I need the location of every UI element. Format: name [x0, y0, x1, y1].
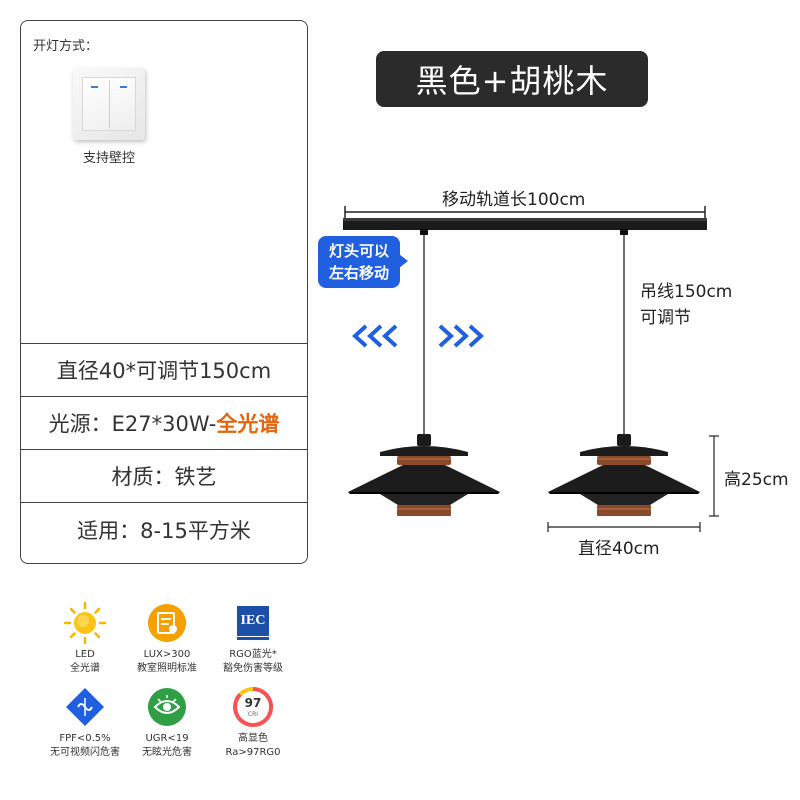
height-label: 高25cm — [724, 470, 789, 490]
height-dimension-line — [709, 435, 719, 517]
wire-length-label: 吊线150cm — [640, 282, 733, 302]
feature-cri-line1: 高显色 — [238, 733, 268, 744]
track-length-label: 移动轨道长100cm — [442, 190, 586, 210]
feature-lux-line2: 教室照明标准 — [137, 663, 197, 674]
flicker-diamond-icon — [63, 685, 107, 729]
feature-rgo-line2: 豁免伤害等级 — [223, 663, 283, 674]
track-rail — [343, 218, 707, 230]
spec-light-text: 光源：E27*30W- — [48, 412, 217, 436]
track-connector-left — [420, 228, 428, 235]
feature-fpf-line1: FPF<0.5% — [59, 733, 111, 744]
spec-row-area: 适用：8-15平方米 — [21, 503, 307, 556]
switch-caption: 支持壁控 — [82, 151, 135, 166]
pendant-lamp-right — [548, 434, 700, 516]
cri-gauge-unit: CRI — [247, 711, 259, 718]
sun-icon — [63, 601, 107, 645]
eye-shield-icon — [145, 685, 189, 729]
badge-line-2: 左右移动 — [328, 264, 389, 282]
spec-row-material: 材质：铁艺 — [21, 450, 307, 503]
feature-fpf: FPF<0.5% 无可视频闪危害 — [39, 685, 131, 760]
track-dimension-line — [344, 206, 706, 218]
switch-title: 开灯方式： — [33, 39, 99, 54]
spec-row-size: 直径40*可调节150cm — [21, 344, 307, 397]
switch-section: 开灯方式： 支持壁控 — [21, 21, 307, 344]
spec-light-highlight: 全光谱 — [216, 412, 280, 436]
cri-gauge-value: 97 — [244, 696, 262, 710]
pendant-lamp-left — [348, 434, 500, 516]
diameter-label: 直径40cm — [578, 539, 660, 559]
feature-ugr-line1: UGR<19 — [145, 733, 189, 744]
color-title-badge: 黑色+胡桃木 — [376, 51, 648, 107]
feature-ugr-line2: 无眩光危害 — [142, 747, 192, 758]
feature-led-line1: LED — [75, 649, 95, 660]
movable-head-badge: 灯头可以 左右移动 — [318, 236, 408, 288]
feature-rgo: IEC RGO蓝光* 豁免伤害等级 — [207, 601, 299, 676]
cri-gauge-icon: 97 CRI — [231, 685, 275, 729]
spec-panel: 开灯方式： 支持壁控 直径40*可调节150cm 光源：E27*30W-全光谱 … — [20, 20, 308, 564]
iec-logo-icon: IEC — [231, 601, 275, 645]
feature-fpf-line2: 无可视频闪危害 — [50, 747, 120, 758]
wall-switch-icon — [73, 68, 145, 140]
spec-size-text: 直径40*可调节150cm — [56, 359, 272, 383]
badge-line-1: 灯头可以 — [328, 242, 389, 260]
move-left-arrows-icon — [352, 324, 398, 348]
feature-led: LED 全光谱 — [39, 601, 131, 676]
move-right-arrows-icon — [438, 324, 484, 348]
track-connector-right — [620, 228, 628, 235]
lux-book-icon — [145, 601, 189, 645]
spec-area-text: 适用：8-15平方米 — [77, 518, 251, 543]
feature-cri-line2: Ra>97RG0 — [225, 747, 281, 758]
feature-led-line2: 全光谱 — [70, 663, 100, 674]
feature-rgo-line1: RGO蓝光* — [229, 649, 277, 660]
feature-cri: 97 CRI 高显色 Ra>97RG0 — [207, 685, 299, 760]
diameter-dimension-line — [547, 522, 701, 532]
feature-lux: LUX>300 教室照明标准 — [121, 601, 213, 676]
feature-ugr: UGR<19 无眩光危害 — [121, 685, 213, 760]
spec-material-text: 材质：铁艺 — [111, 465, 217, 489]
iec-logo-text: IEC — [237, 606, 269, 636]
spec-row-light-source: 光源：E27*30W-全光谱 — [21, 397, 307, 450]
wire-adjustable-label: 可调节 — [640, 308, 691, 328]
feature-lux-line1: LUX>300 — [143, 649, 191, 660]
